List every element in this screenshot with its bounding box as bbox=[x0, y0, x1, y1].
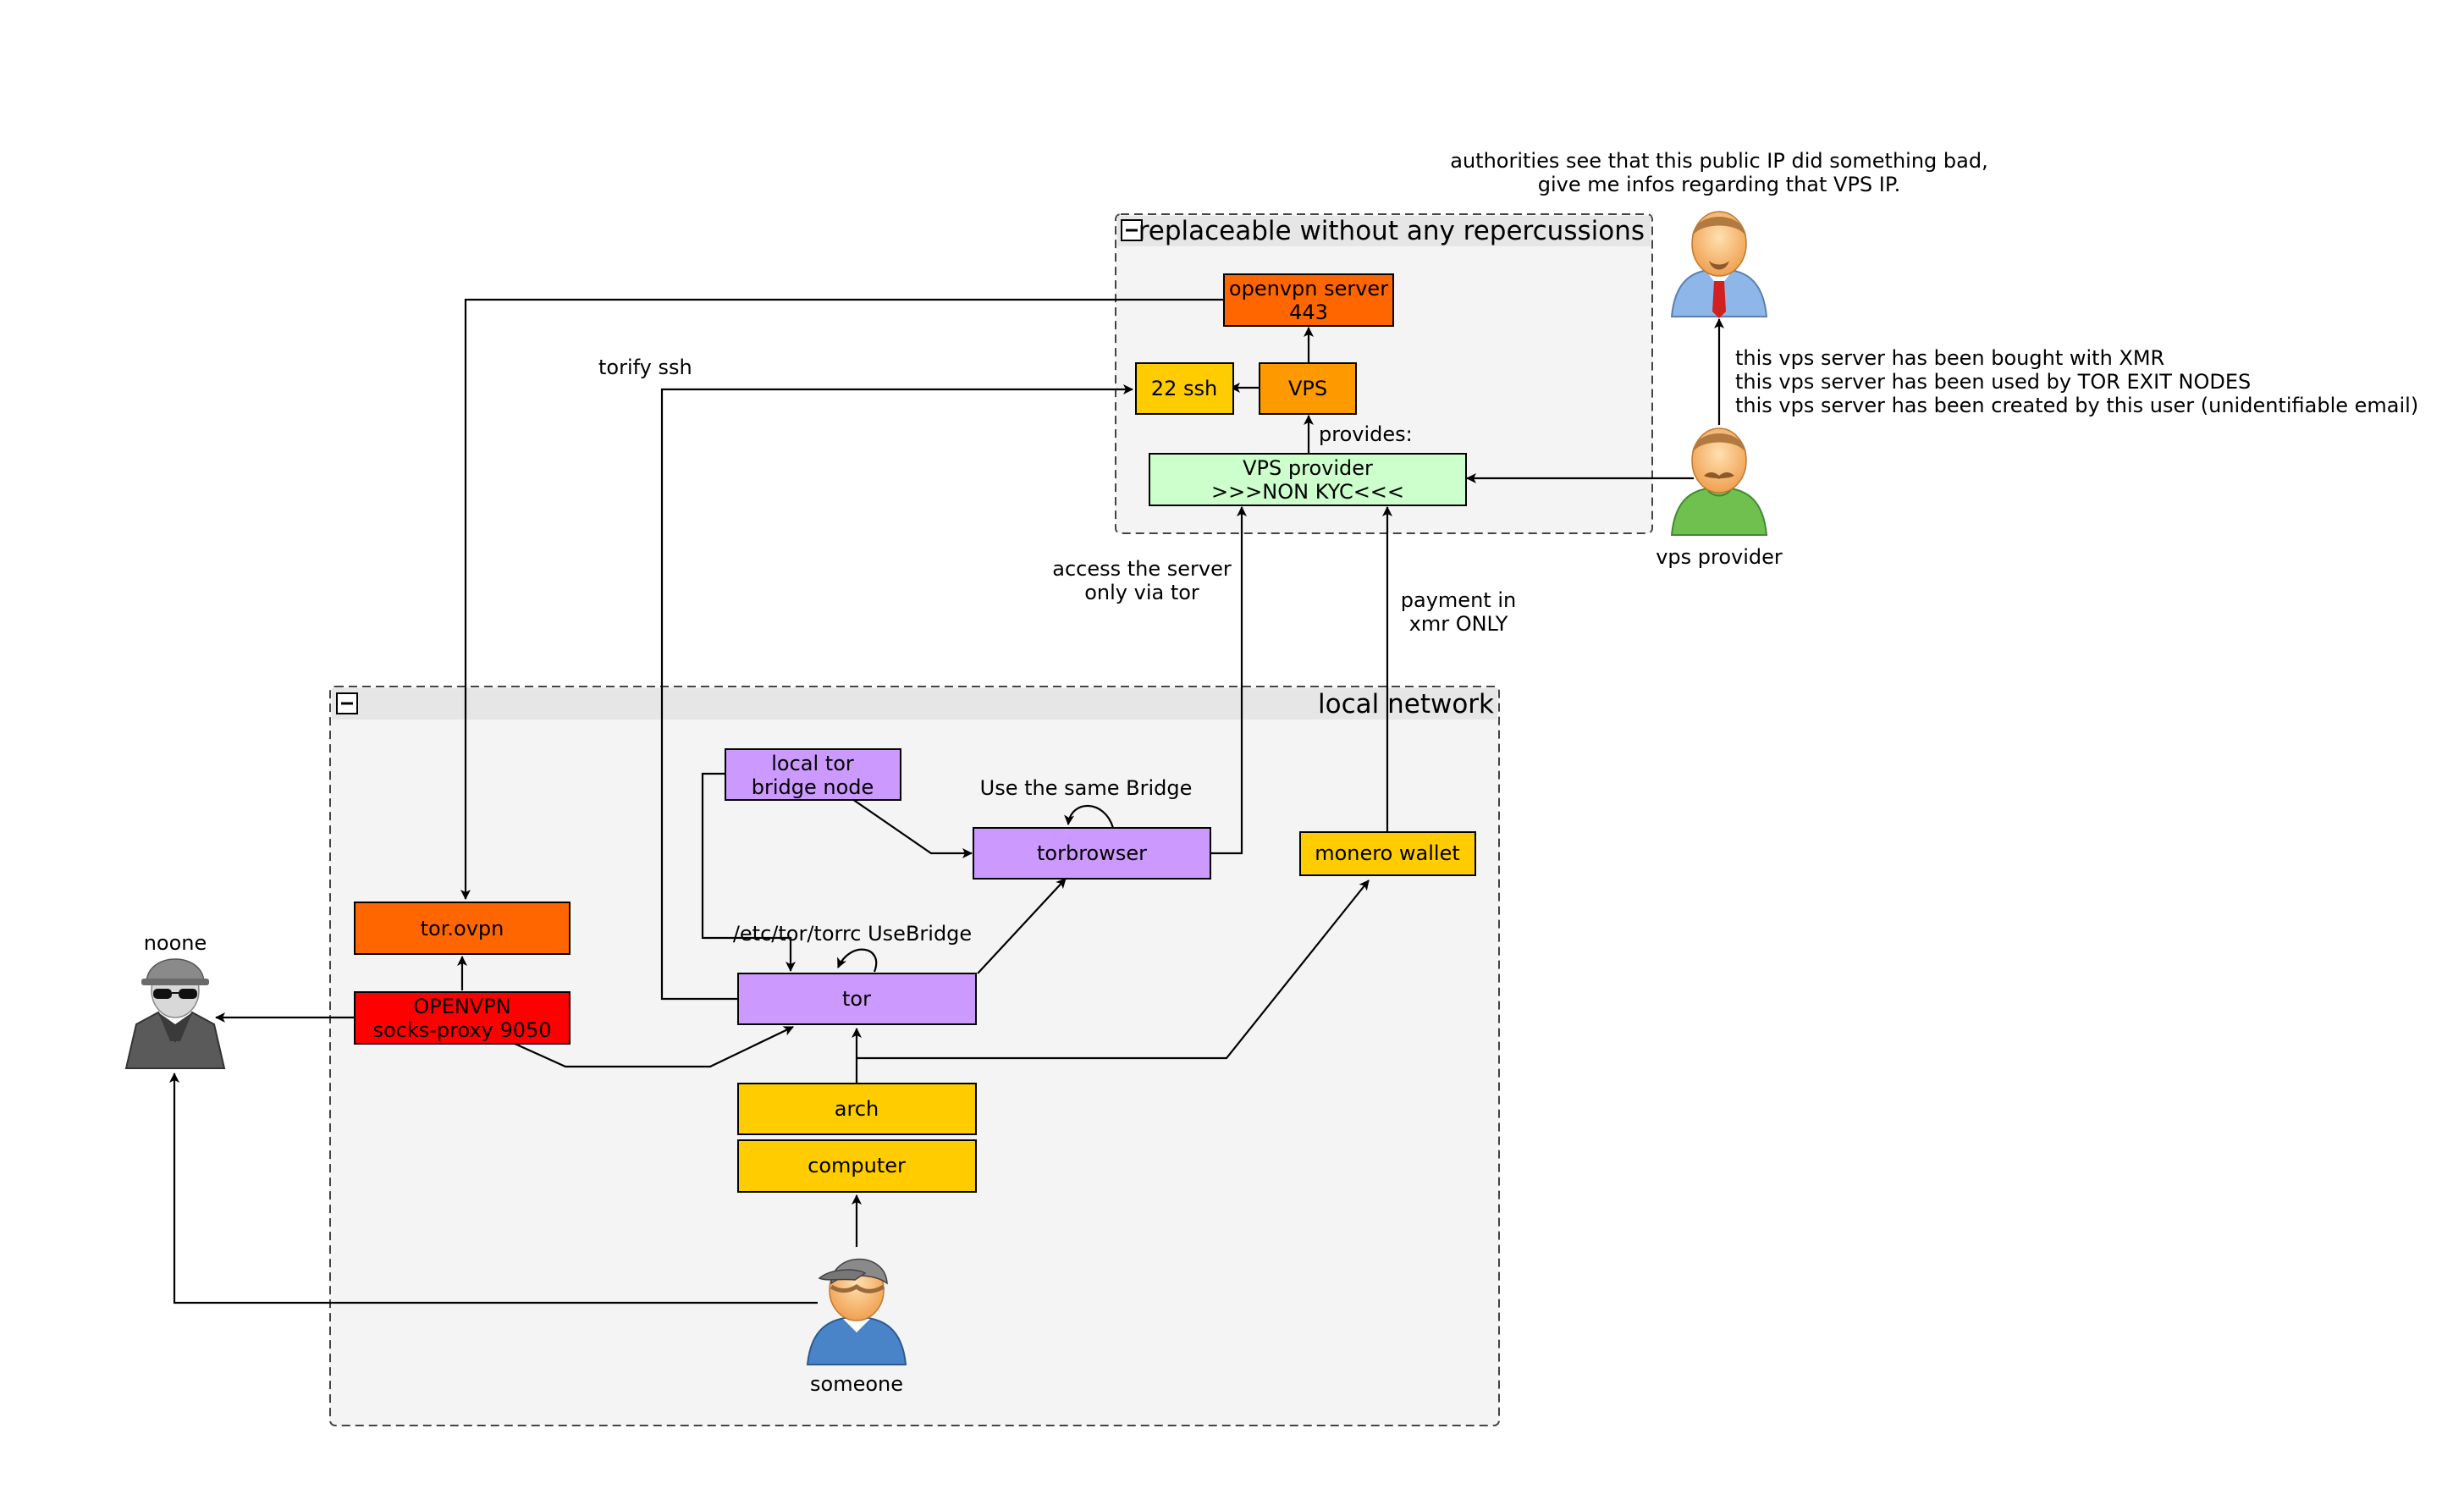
node-arch-label: arch bbox=[835, 1097, 879, 1121]
edge-tor-to-torbrowser bbox=[977, 878, 1067, 974]
vps-facts-text-3: this vps server has been created by this… bbox=[1735, 394, 2418, 417]
noone-actor-label: noone bbox=[144, 931, 207, 955]
group-remote-title: replaceable without any repercussions bbox=[1138, 216, 1645, 246]
node-monero-label: monero wallet bbox=[1315, 841, 1460, 865]
edges bbox=[169, 298, 1724, 1304]
group-local-title: local network bbox=[1318, 689, 1494, 720]
labels: authorities see that this public IP did … bbox=[144, 149, 2418, 1396]
group-local-collapse-button[interactable] bbox=[336, 692, 358, 714]
node-tor-label: tor bbox=[842, 987, 871, 1011]
same-bridge-text: Use the same Bridge bbox=[980, 776, 1193, 800]
spy-icon bbox=[124, 958, 226, 1069]
user-cap-icon bbox=[806, 1258, 907, 1365]
node-vps-provider-label-1: VPS provider bbox=[1243, 456, 1373, 480]
group-local: local network bbox=[329, 686, 1500, 1426]
authorities-text-2: give me infos regarding that VPS IP. bbox=[1538, 173, 1900, 196]
vps-provider-actor-label: vps provider bbox=[1656, 545, 1783, 569]
edge-torbrowser-self-loop bbox=[1064, 804, 1115, 829]
node-vps-provider-box[interactable]: VPS provider >>>NON KYC<<< bbox=[1149, 453, 1467, 506]
node-local-bridge[interactable]: local tor bridge node bbox=[725, 748, 901, 801]
edge-openvpn-server-to-torovpn bbox=[460, 298, 1224, 900]
vps-facts-text-1: this vps server has been bought with XMR bbox=[1735, 346, 2164, 370]
node-torovpn[interactable]: tor.ovpn bbox=[354, 902, 571, 955]
node-torbrowser[interactable]: torbrowser bbox=[973, 827, 1211, 880]
access-server-text-2: only via tor bbox=[1084, 581, 1199, 604]
someone-actor-label: someone bbox=[810, 1372, 903, 1396]
mustache-user-icon bbox=[1670, 427, 1768, 536]
provides-text: provides: bbox=[1319, 422, 1413, 446]
edge-tor-to-ssh bbox=[660, 384, 1133, 1001]
group-remote-collapse-button[interactable] bbox=[1121, 219, 1143, 241]
node-computer[interactable]: computer bbox=[737, 1139, 977, 1193]
node-openvpn-proxy-label-1: OPENVPN bbox=[413, 995, 510, 1018]
node-ssh-label: 22 ssh bbox=[1151, 377, 1217, 400]
node-torovpn-label: tor.ovpn bbox=[421, 917, 504, 940]
access-server-text-1: access the server bbox=[1052, 557, 1232, 581]
node-openvpn-proxy-label-2: socks-proxy 9050 bbox=[372, 1018, 551, 1042]
node-monero-wallet[interactable]: monero wallet bbox=[1299, 831, 1476, 876]
node-openvpn-proxy[interactable]: OPENVPN socks-proxy 9050 bbox=[354, 991, 571, 1045]
businessman-icon bbox=[1670, 211, 1768, 318]
node-openvpn-server-label-2: 443 bbox=[1289, 301, 1328, 324]
edge-proxy-to-tor bbox=[512, 1026, 794, 1068]
node-arch[interactable]: arch bbox=[737, 1083, 977, 1135]
node-ssh[interactable]: 22 ssh bbox=[1135, 362, 1234, 415]
vps-facts-text-2: this vps server has been used by TOR EXI… bbox=[1735, 370, 2251, 394]
edge-bridge-to-tor bbox=[701, 772, 796, 972]
edge-bridge-to-torbrowser bbox=[852, 798, 973, 858]
node-openvpn-server[interactable]: openvpn server 443 bbox=[1223, 273, 1394, 327]
node-computer-label: computer bbox=[808, 1154, 906, 1177]
node-vps[interactable]: VPS bbox=[1259, 362, 1357, 415]
node-openvpn-server-label-1: openvpn server bbox=[1229, 277, 1388, 301]
node-local-bridge-label-1: local tor bbox=[771, 752, 854, 775]
node-local-bridge-label-2: bridge node bbox=[752, 775, 874, 799]
edge-torbrowser-to-provider bbox=[1210, 506, 1247, 855]
node-vps-provider-label-2: >>>NON KYC<<< bbox=[1211, 480, 1404, 504]
authorities-text-1: authorities see that this public IP did … bbox=[1450, 149, 1987, 173]
payment-text-1: payment in bbox=[1401, 588, 1516, 612]
node-tor[interactable]: tor bbox=[737, 973, 977, 1025]
edge-tor-self-loop bbox=[836, 948, 878, 973]
edge-arch-to-monero bbox=[857, 880, 1370, 1060]
torrc-text: /etc/tor/torrc UseBridge bbox=[733, 922, 972, 946]
edge-someone-to-noone bbox=[169, 1073, 818, 1304]
node-torbrowser-label: torbrowser bbox=[1037, 841, 1147, 865]
node-vps-label: VPS bbox=[1288, 377, 1327, 400]
torify-ssh-text: torify ssh bbox=[598, 356, 692, 379]
payment-text-2: xmr ONLY bbox=[1409, 612, 1508, 636]
